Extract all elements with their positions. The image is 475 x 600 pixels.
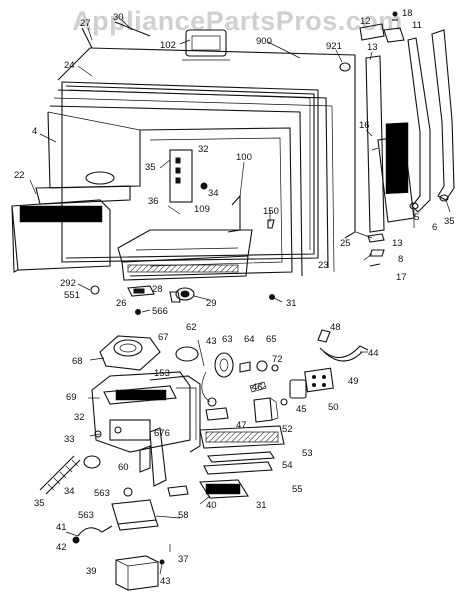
part-label-5[interactable]: 5 [414,212,419,223]
part-label-16[interactable]: 16 [359,120,370,131]
part-label-68[interactable]: 68 [72,356,83,367]
part-label-43-bottom[interactable]: 43 [160,576,171,587]
part-label-50[interactable]: 50 [328,402,339,413]
part-label-32-icemaker[interactable]: 32 [74,412,85,423]
part-label-63[interactable]: 63 [222,334,233,345]
part-label-13-top[interactable]: 13 [367,42,378,53]
part-labels: 27 30 102 900 921 12 18 11 24 13 16 4 35… [14,8,455,587]
part-label-26[interactable]: 26 [116,298,127,309]
part-label-12[interactable]: 12 [360,16,371,27]
part-label-36[interactable]: 36 [148,196,159,207]
part-label-53[interactable]: 53 [302,448,313,459]
part-label-39[interactable]: 39 [86,566,97,577]
part-label-22[interactable]: 22 [14,170,25,181]
part-label-54[interactable]: 54 [282,460,293,471]
part-label-48[interactable]: 48 [330,322,341,333]
part-label-153[interactable]: 153 [154,368,170,379]
part-label-100[interactable]: 100 [236,152,252,163]
part-label-64[interactable]: 64 [244,334,255,345]
part-label-49[interactable]: 49 [348,376,359,387]
part-label-6[interactable]: 6 [432,222,437,233]
part-label-676[interactable]: 676 [154,428,170,439]
part-label-32-cabinet[interactable]: 32 [198,144,209,155]
part-label-42[interactable]: 42 [56,542,67,553]
cabinet-assembly [11,11,455,315]
part-label-292[interactable]: 292 [60,278,76,289]
part-label-60[interactable]: 60 [118,462,129,473]
part-label-921[interactable]: 921 [326,41,342,52]
part-label-69[interactable]: 69 [66,392,77,403]
part-label-55[interactable]: 55 [292,484,303,495]
part-label-34-cap[interactable]: 34 [64,486,75,497]
part-label-150[interactable]: 150 [263,206,279,217]
part-label-18[interactable]: 18 [402,8,413,19]
part-label-566[interactable]: 566 [152,306,168,317]
part-label-24[interactable]: 24 [64,60,75,71]
part-label-62[interactable]: 62 [186,322,197,333]
part-label-25[interactable]: 25 [340,238,351,249]
part-label-37[interactable]: 37 [178,554,189,565]
part-label-13-bottom[interactable]: 13 [392,238,403,249]
part-label-41[interactable]: 41 [56,522,67,533]
part-label-35-handle[interactable]: 35 [444,216,455,227]
part-label-58[interactable]: 58 [178,510,189,521]
part-label-72[interactable]: 72 [272,354,283,365]
part-label-34-cabinet[interactable]: 34 [208,188,219,199]
part-label-31-grille[interactable]: 31 [256,500,267,511]
part-label-44[interactable]: 44 [368,348,379,359]
part-label-33[interactable]: 33 [64,434,75,445]
part-label-23[interactable]: 23 [318,260,329,271]
part-label-109[interactable]: 109 [194,204,210,215]
part-label-29[interactable]: 29 [206,298,217,309]
part-label-67[interactable]: 67 [158,332,169,343]
part-label-28[interactable]: 28 [152,284,163,295]
part-label-563-upper[interactable]: 563 [94,488,110,499]
part-label-563-lower[interactable]: 563 [78,510,94,521]
part-label-551[interactable]: 551 [64,290,80,301]
part-label-47[interactable]: 47 [236,420,247,431]
leader-lines [29,19,451,575]
part-label-102[interactable]: 102 [160,40,176,51]
part-label-4[interactable]: 4 [32,126,37,137]
part-label-30[interactable]: 30 [113,12,124,23]
part-label-8[interactable]: 8 [398,254,403,265]
ice-maker-assembly [39,329,369,591]
part-label-40[interactable]: 40 [206,500,217,511]
part-label-45[interactable]: 45 [296,404,307,415]
part-label-52[interactable]: 52 [282,424,293,435]
part-label-11[interactable]: 11 [412,20,422,31]
part-label-31-top[interactable]: 31 [286,298,297,309]
part-label-17[interactable]: 17 [396,272,407,283]
part-label-27[interactable]: 27 [80,18,91,29]
part-label-65[interactable]: 65 [266,334,277,345]
part-label-43-top[interactable]: 43 [206,336,217,347]
part-label-46[interactable]: 46 [252,382,263,393]
part-label-35-cabinet[interactable]: 35 [145,162,156,173]
part-label-900[interactable]: 900 [256,36,272,47]
part-label-35-spring[interactable]: 35 [34,498,45,509]
